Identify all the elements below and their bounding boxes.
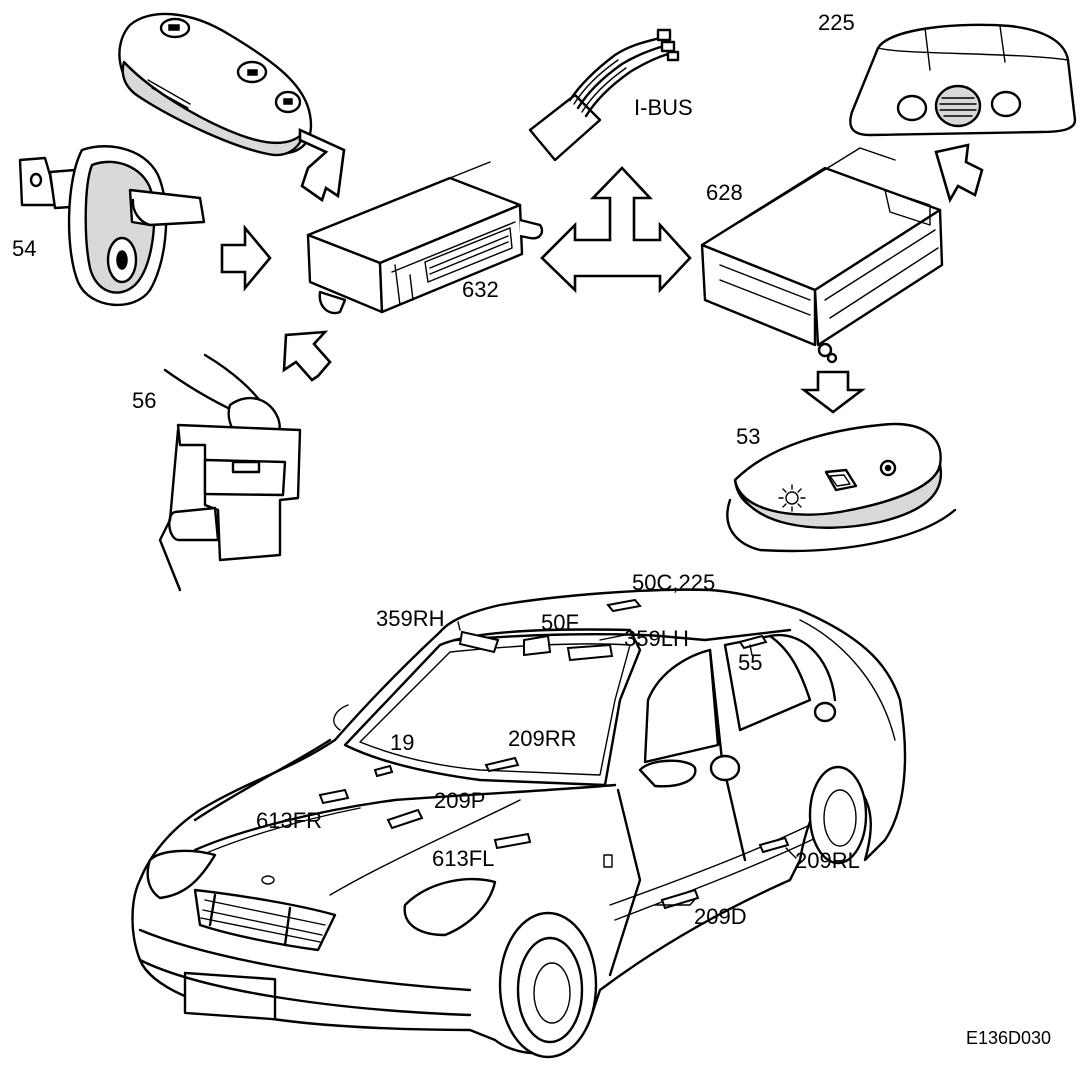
indicator-symbol-icon (879, 459, 897, 477)
module-19 (373, 764, 394, 778)
module-613fr (318, 788, 350, 805)
control-module-628-icon (700, 147, 944, 364)
module-50c (606, 598, 642, 613)
arrow-to-switch-panel (800, 370, 866, 414)
module-55 (738, 634, 768, 650)
arrow-to-roof-light (934, 143, 984, 204)
arrow-from-hood-switch (282, 330, 332, 382)
label-632: 632 (462, 277, 499, 302)
control-module-632-icon (306, 161, 544, 315)
label-359lh: 359LH (624, 626, 689, 651)
car-sedan-icon (131, 588, 907, 1059)
label-359rh: 359RH (376, 606, 444, 631)
module-359rh (458, 630, 500, 654)
arrow-from-keyfob (298, 127, 346, 203)
label-19: 19 (390, 730, 414, 755)
arrow-from-door-switch (220, 224, 272, 292)
label-209rr: 209RR (508, 726, 576, 751)
label-53: 53 (736, 424, 760, 449)
window-symbol-icon (824, 468, 858, 492)
module-613fl (493, 832, 532, 850)
light-symbol-icon (778, 484, 806, 512)
label-628: 628 (706, 180, 743, 205)
label-225: 225 (818, 10, 855, 35)
door-contact-switch-icon (18, 145, 206, 307)
module-209p (386, 808, 424, 830)
label-209p: 209P (434, 788, 485, 813)
label-56: 56 (132, 388, 156, 413)
module-209rl (758, 836, 790, 854)
module-209rr (484, 756, 520, 773)
label-613fr: 613FR (256, 808, 322, 833)
module-359lh (566, 643, 614, 662)
figure-id: E136D030 (966, 1028, 1051, 1048)
label-613fl: 613FL (432, 846, 494, 871)
bus-distribution-arrow (540, 166, 692, 294)
remote-key-fob-icon (118, 12, 313, 157)
roof-light-225-icon (849, 23, 1077, 137)
label-54: 54 (12, 236, 36, 261)
leader-lines (457, 621, 797, 906)
label-209d: 209D (694, 904, 747, 929)
label-ibus: I-BUS (634, 95, 693, 120)
ibus-connector-icon (528, 28, 680, 162)
module-50f (523, 634, 552, 657)
label-50c-225: 50C,225 (632, 570, 715, 595)
switch-panel-53-icon (726, 422, 957, 553)
sensor-modules (318, 598, 790, 910)
label-50f: 50F (541, 610, 579, 635)
hood-switch-icon (158, 353, 302, 592)
label-209rl: 209RL (795, 848, 860, 873)
label-55: 55 (738, 650, 762, 675)
